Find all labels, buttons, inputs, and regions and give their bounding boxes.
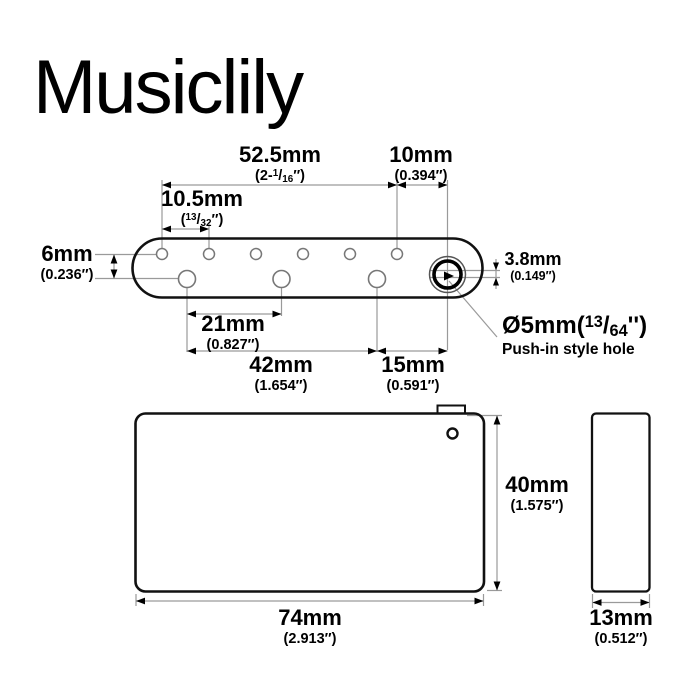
- front-view-drawing: [134, 404, 502, 606]
- dim-3-8mm-label: 3.8mm (0.149″): [504, 249, 562, 283]
- dim-52-5mm-label: 52.5mm (2-1/16″): [239, 142, 321, 185]
- front-dimension-lines: [136, 415, 501, 605]
- mounting-hole: [177, 269, 197, 289]
- top-view-drawing: [95, 180, 500, 355]
- dim-21mm-label: 21mm (0.827″): [201, 311, 265, 353]
- mounting-hole: [367, 269, 387, 289]
- string-hole: [249, 247, 263, 261]
- brand-logo: Musiclily: [33, 45, 304, 130]
- side-view-drawing: [590, 412, 651, 608]
- dim-13mm-label: 13mm (0.512″): [589, 605, 653, 647]
- front-view-outline: [134, 412, 486, 593]
- string-hole: [202, 247, 216, 261]
- side-view-outline: [590, 412, 651, 593]
- dim-15mm-label: 15mm (0.591″): [381, 352, 445, 394]
- small-dim-arrows: [493, 262, 499, 286]
- dim-6mm-label: 6mm (0.236″): [40, 241, 94, 283]
- arm-hole-note: Ø5mm(13/64'') Push-in style hole: [502, 312, 648, 358]
- dimension-lines: [110, 181, 448, 355]
- dim-74mm-label: 74mm (2.913″): [278, 605, 342, 647]
- dim-40mm-label: 40mm (1.575″): [505, 472, 569, 514]
- string-hole: [343, 247, 357, 261]
- string-hole: [390, 247, 404, 261]
- dim-42mm-label: 42mm (1.654″): [249, 352, 313, 394]
- mounting-holes: [177, 269, 387, 289]
- tremolo-arm-hole: [428, 255, 467, 294]
- top-view-outline: [131, 237, 484, 299]
- leader-arrow: [444, 271, 454, 281]
- string-holes: [155, 247, 404, 261]
- dim-10-5mm-label: 10.5mm (13/32″): [161, 186, 243, 229]
- mounting-hole: [272, 269, 291, 289]
- string-hole: [296, 247, 310, 261]
- string-hole: [155, 247, 169, 261]
- front-extension-lines: [135, 414, 502, 606]
- front-small-hole: [446, 427, 459, 440]
- dim-10mm-label: 10mm (0.394″): [389, 142, 453, 184]
